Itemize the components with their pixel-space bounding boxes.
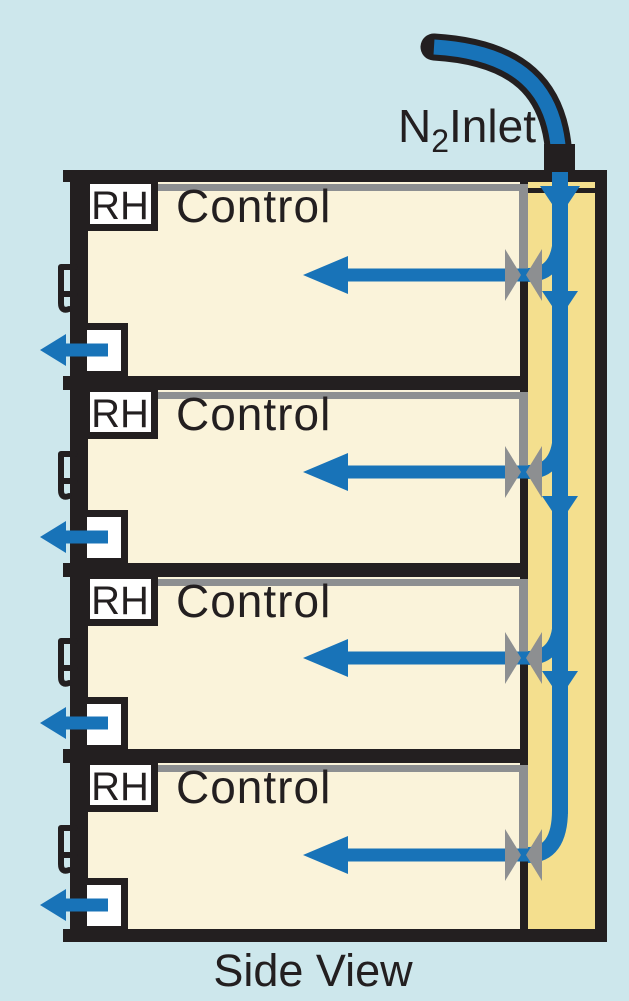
valve-icon [505, 632, 521, 684]
control-label: Control [176, 761, 331, 813]
valve-icon [505, 829, 521, 881]
inlet-label: N2Inlet [398, 100, 536, 159]
rh-label: RH [91, 579, 149, 623]
door-handle-icon [58, 638, 78, 687]
caption: Side View [213, 945, 413, 996]
inlet-tube-core [433, 39, 567, 159]
valve-icon [526, 632, 542, 684]
shelf-divider [63, 749, 528, 763]
shelf-top-liner [100, 765, 528, 772]
down-arrow-icon [542, 671, 578, 698]
down-arrow-icon [542, 291, 578, 318]
plenum-wall-upper [519, 765, 528, 860]
valve-icon [505, 249, 521, 301]
plenum-wall-lower [521, 658, 525, 749]
frame-top-left-step [63, 170, 75, 182]
door-handle-icon [58, 264, 78, 313]
plenum-wall-upper [519, 392, 528, 477]
cabinet-interior [88, 182, 520, 929]
valve-icon [526, 249, 542, 301]
shelf-top-liner [100, 392, 528, 399]
down-flow-markers [540, 186, 580, 698]
inlet-gas-symbol: N [398, 100, 431, 152]
flow-arrow-head [303, 453, 348, 491]
inlet-gas-subscript: 2 [431, 123, 449, 159]
outlet-flow-arrow-head [40, 521, 66, 553]
plenum-wall-lower [521, 275, 525, 376]
rh-label: RH [91, 392, 149, 436]
shelf-2: RH Control [40, 385, 567, 565]
nitrogen-inlet-tube [420, 33, 575, 172]
shelf-top-liner [100, 579, 528, 586]
door-handle-icon [58, 451, 78, 500]
inlet-word: Inlet [449, 100, 536, 152]
rh-sensor-face [90, 392, 151, 432]
plenum-wall-lower [521, 855, 525, 929]
shelf-top-liner [100, 184, 528, 191]
shelf-divider [63, 376, 528, 390]
control-label: Control [176, 180, 331, 232]
door-handle-icon [58, 825, 78, 874]
shelf-divider [63, 563, 528, 577]
flow-arrow-head [303, 639, 348, 677]
down-arrow-icon [540, 186, 580, 216]
shelf-4: RH Control [40, 758, 542, 933]
plenum-wall-lower [521, 472, 525, 563]
plenum-wall-upper [519, 579, 528, 663]
outlet-flow-arrow-head [40, 707, 66, 739]
inlet-fitting [544, 144, 575, 172]
shelf-1: RH Control [40, 177, 567, 378]
valve-icon [505, 446, 521, 498]
down-arrow-icon [542, 496, 578, 523]
rh-sensor-face [90, 765, 151, 805]
rh-label: RH [91, 184, 149, 228]
flow-arrow-head [303, 256, 348, 294]
plenum-wall-upper [519, 184, 528, 280]
rh-sensor-face [90, 579, 151, 619]
control-label: Control [176, 388, 331, 440]
rh-sensor-face [90, 184, 151, 224]
control-label: Control [176, 575, 331, 627]
flow-arrow-head [303, 836, 348, 874]
outlet-flow-arrow-head [40, 889, 66, 921]
frame-bottom-left-step [63, 929, 75, 942]
valve-icon [526, 446, 542, 498]
outlet-flow-arrow-head [40, 334, 66, 366]
rh-label: RH [91, 765, 149, 809]
valve-icon [526, 829, 542, 881]
shelf-3: RH Control [40, 572, 567, 752]
